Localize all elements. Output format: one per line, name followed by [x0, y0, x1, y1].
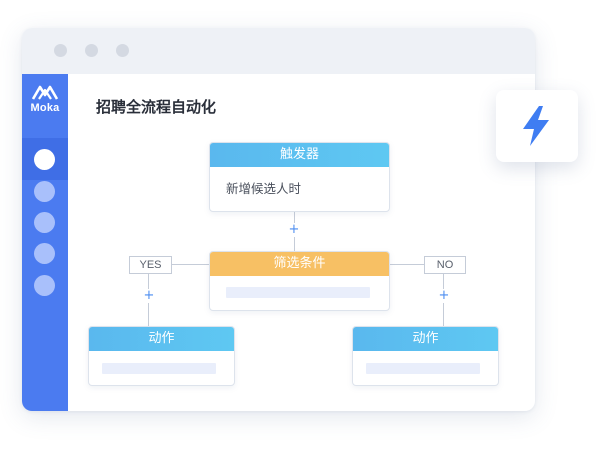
moka-logo-icon: [31, 85, 59, 100]
app-window: Moka 招聘全流程自动化: [22, 28, 535, 411]
sidebar: Moka: [22, 74, 68, 411]
trigger-card-body: 新增候选人时: [226, 181, 302, 196]
add-step-button-right[interactable]: +: [438, 288, 450, 303]
action-card-right[interactable]: 动作: [352, 326, 499, 386]
connector-condition-right: [388, 264, 444, 265]
condition-placeholder: [226, 287, 370, 298]
condition-card-header: 筛选条件: [210, 252, 389, 276]
sidebar-item-4[interactable]: [34, 243, 55, 264]
yes-label: YES: [129, 256, 172, 274]
action-card-left-header: 动作: [89, 327, 234, 351]
action-card-right-header: 动作: [353, 327, 498, 351]
trigger-card[interactable]: 触发器 新增候选人时: [209, 142, 390, 212]
trigger-card-header: 触发器: [210, 143, 389, 167]
no-label: NO: [424, 256, 466, 274]
automation-bolt-card[interactable]: [496, 90, 578, 162]
logo-text: Moka: [30, 102, 60, 114]
add-step-button-left[interactable]: +: [143, 288, 155, 303]
condition-card[interactable]: 筛选条件: [209, 251, 390, 311]
window-titlebar: [22, 28, 535, 74]
connector-condition-left: [148, 264, 210, 265]
add-step-button-top[interactable]: +: [288, 222, 300, 237]
lightning-bolt-icon: [523, 106, 549, 146]
action-left-placeholder: [102, 363, 216, 374]
sidebar-item-3[interactable]: [34, 212, 55, 233]
sidebar-item-2[interactable]: [34, 181, 55, 202]
window-dot-3[interactable]: [116, 44, 129, 57]
moka-logo[interactable]: Moka: [22, 84, 68, 126]
sidebar-item-5[interactable]: [34, 275, 55, 296]
page-title: 招聘全流程自动化: [96, 98, 217, 116]
action-right-placeholder: [366, 363, 480, 374]
action-card-left[interactable]: 动作: [88, 326, 235, 386]
sidebar-item-1[interactable]: [34, 149, 55, 170]
window-dot-1[interactable]: [54, 44, 67, 57]
window-dot-2[interactable]: [85, 44, 98, 57]
